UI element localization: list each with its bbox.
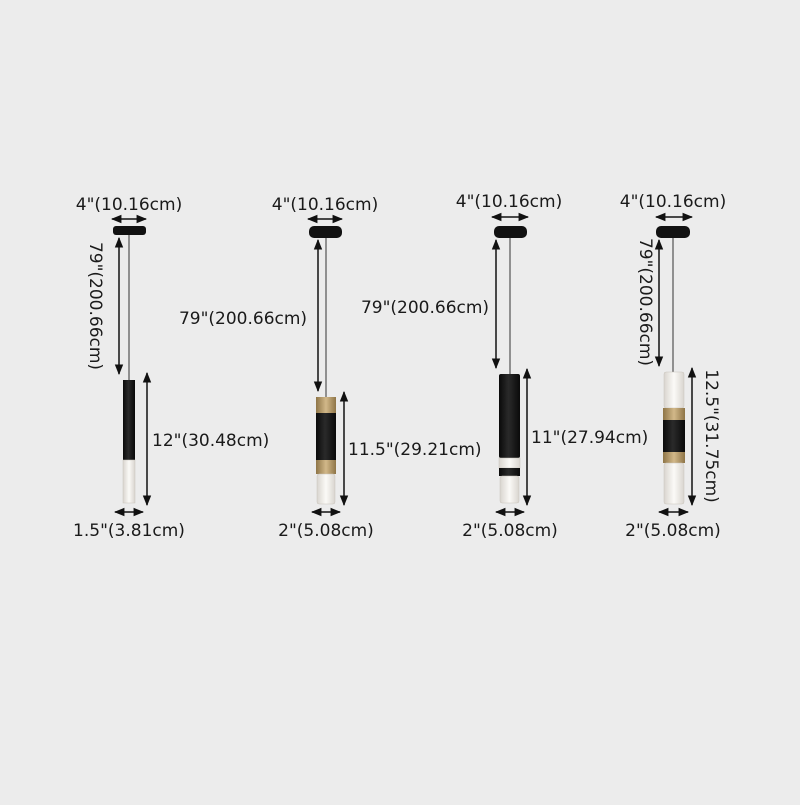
body-length-label: 12.5"(31.75cm) bbox=[701, 369, 721, 503]
lamp-body bbox=[123, 380, 135, 460]
acrylic-diffuser bbox=[316, 473, 336, 505]
canopy-width-label: 4"(10.16cm) bbox=[76, 195, 182, 215]
body-width-label: 2"(5.08cm) bbox=[462, 521, 558, 541]
pendant-lamp-4: 4"(10.16cm) 79"(200.66cm) 12.5"(31.75cm)… bbox=[620, 192, 726, 541]
brass-ring-bottom bbox=[663, 452, 685, 463]
cord-length-label: 79"(200.66cm) bbox=[85, 242, 105, 370]
canopy-width-label: 4"(10.16cm) bbox=[272, 195, 378, 215]
canopy bbox=[113, 226, 146, 235]
brass-ring-bottom bbox=[316, 460, 336, 474]
pendant-lamp-3: 4"(10.16cm) 79"(200.66cm) 11"(27.94cm) 2… bbox=[361, 192, 648, 541]
cord-length-label: 79"(200.66cm) bbox=[361, 298, 489, 318]
lamp-body bbox=[663, 420, 685, 452]
acrylic-diffuser-bottom bbox=[663, 462, 685, 505]
canopy-width-label: 4"(10.16cm) bbox=[620, 192, 726, 212]
lamp-body-band bbox=[499, 468, 520, 476]
cord-length-label: 79"(200.66cm) bbox=[179, 309, 307, 329]
body-length-label: 11.5"(29.21cm) bbox=[348, 440, 482, 460]
body-width-label: 1.5"(3.81cm) bbox=[73, 521, 185, 541]
pendant-lamp-1: 4"(10.16cm) 79"(200.66cm) 12"(30.48cm) 1… bbox=[73, 195, 269, 541]
pendant-lamp-2: 4"(10.16cm) 79"(200.66cm) 11.5"(29.21cm)… bbox=[179, 195, 482, 541]
light-ring bbox=[498, 457, 521, 469]
body-width-label: 2"(5.08cm) bbox=[278, 521, 374, 541]
acrylic-diffuser-top bbox=[663, 371, 685, 409]
brass-ring-top bbox=[316, 397, 336, 413]
body-width-label: 2"(5.08cm) bbox=[625, 521, 721, 541]
body-length-label: 12"(30.48cm) bbox=[152, 431, 269, 451]
body-length-label: 11"(27.94cm) bbox=[531, 428, 648, 448]
brass-ring-top bbox=[663, 408, 685, 420]
canopy bbox=[494, 226, 527, 238]
acrylic-diffuser bbox=[499, 475, 520, 504]
cord-length-label: 79"(200.66cm) bbox=[635, 238, 655, 366]
canopy bbox=[309, 226, 342, 238]
crystal-diffuser bbox=[122, 459, 136, 504]
canopy bbox=[656, 226, 690, 238]
lamp-body bbox=[499, 374, 520, 458]
canopy-width-label: 4"(10.16cm) bbox=[456, 192, 562, 212]
lamp-body bbox=[316, 413, 336, 460]
